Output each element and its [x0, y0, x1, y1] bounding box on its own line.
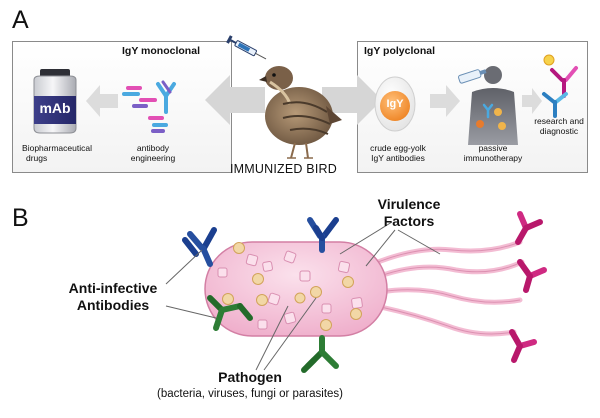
egg-igy-label: IgY — [386, 98, 404, 110]
antibody-blue-1 — [182, 227, 217, 267]
human-figure-icon — [468, 66, 518, 145]
pathogen-subtitle: (bacteria, viruses, fungi or parasites) — [157, 388, 343, 400]
igy-monoclonal-title: IgY monoclonal — [122, 45, 200, 57]
arrow-right-small — [430, 85, 460, 117]
crude-egg-yolk-caption: crude egg-yolk IgY antibodies — [370, 143, 426, 163]
pathogen-label: Pathogen — [218, 369, 282, 385]
antibody-green-1 — [207, 295, 253, 331]
mab-bottle-label: mAb — [39, 100, 71, 116]
leader-lines — [165, 221, 441, 371]
panel-a-letter: A — [12, 6, 29, 34]
arrow-right-large — [322, 75, 382, 125]
research-diagnostic-caption: research and diagnostic — [534, 116, 584, 136]
quail-bird-icon — [259, 66, 342, 159]
egg-yolk-icon — [374, 76, 416, 132]
antibody-green-2 — [301, 335, 339, 373]
syringe-icon — [226, 35, 267, 60]
igy-polyclonal-title: IgY polyclonal — [364, 45, 435, 57]
vial-icon — [458, 69, 487, 84]
arrow-right-small-2 — [522, 88, 542, 114]
pathogen-cell — [204, 241, 388, 337]
antibody-engineering-icon — [122, 80, 176, 133]
panel-b-letter: B — [12, 204, 29, 232]
research-antibodies-icon — [542, 54, 578, 118]
biopharmaceutical-caption: Biopharmaceutical drugs — [22, 143, 92, 163]
passive-immunotherapy-caption: passive immunotherapy — [463, 143, 523, 163]
immunized-bird-label: IMMUNIZED BIRD — [230, 162, 337, 176]
antibody-magenta-3 — [509, 329, 537, 363]
arrow-left-small — [86, 85, 118, 117]
virulence-factors-label: Virulence Factors — [377, 196, 441, 229]
mab-bottle-icon — [33, 69, 77, 134]
antibody-engineering-caption: antibody engineering — [130, 143, 176, 163]
antibody-blue-2 — [307, 217, 339, 253]
antibody-magenta-2 — [517, 259, 547, 293]
antibody-magenta-1 — [515, 211, 543, 245]
arrow-left-large — [205, 75, 265, 125]
virulence-flagella-outline — [375, 241, 523, 335]
anti-infective-antibodies-label: Anti-infective Antibodies — [68, 280, 158, 313]
